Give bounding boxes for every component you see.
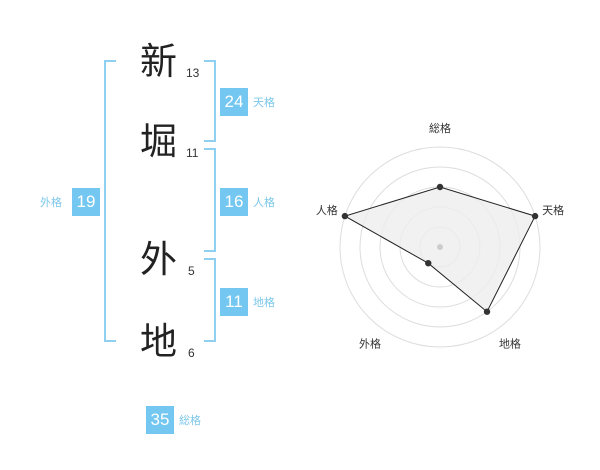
- radar-point-4: [425, 259, 432, 267]
- stroke-count-4: 6: [188, 346, 195, 360]
- radar-point-2: [531, 212, 539, 220]
- jinkaku-bracket: [204, 148, 216, 252]
- radar-center-dot: [437, 244, 443, 250]
- gaikaku-bracket: [104, 60, 116, 342]
- soukaku-label: 総格: [179, 414, 201, 427]
- soukaku-value: 35: [146, 406, 174, 434]
- radar-point-5: [341, 212, 349, 220]
- stroke-count-1: 13: [186, 66, 200, 80]
- radar-point-1: [436, 183, 444, 191]
- name-char-1: 新: [140, 40, 177, 83]
- gaikaku-label: 外格: [40, 196, 62, 209]
- jinkaku-label: 人格: [253, 196, 275, 209]
- stroke-count-2: 11: [186, 146, 199, 160]
- radar-axis-label-4: 外格: [359, 336, 381, 350]
- radar-axis-label-1: 総格: [429, 121, 451, 135]
- radar-axis-label-3: 地格: [499, 336, 521, 350]
- gaikaku-value: 19: [72, 188, 100, 216]
- chikaku-bracket: [204, 258, 216, 342]
- radar-points: [341, 183, 539, 315]
- name-char-4: 地: [140, 320, 177, 363]
- stroke-count-3: 5: [188, 264, 195, 278]
- name-char-2: 堀: [140, 120, 177, 163]
- jinkaku-value: 16: [220, 188, 248, 216]
- chikaku-label: 地格: [253, 296, 275, 309]
- radar-point-3: [483, 308, 491, 315]
- name-char-3: 外: [140, 238, 177, 281]
- radar-axis-label-5: 人格: [316, 203, 338, 217]
- tenkaku-value: 24: [220, 88, 248, 116]
- radar-ring-5: [339, 146, 541, 348]
- tenkaku-bracket: [204, 60, 216, 142]
- chikaku-value: 11: [220, 288, 248, 316]
- radar-axis-label-2: 天格: [542, 203, 564, 217]
- tenkaku-label: 天格: [253, 96, 275, 109]
